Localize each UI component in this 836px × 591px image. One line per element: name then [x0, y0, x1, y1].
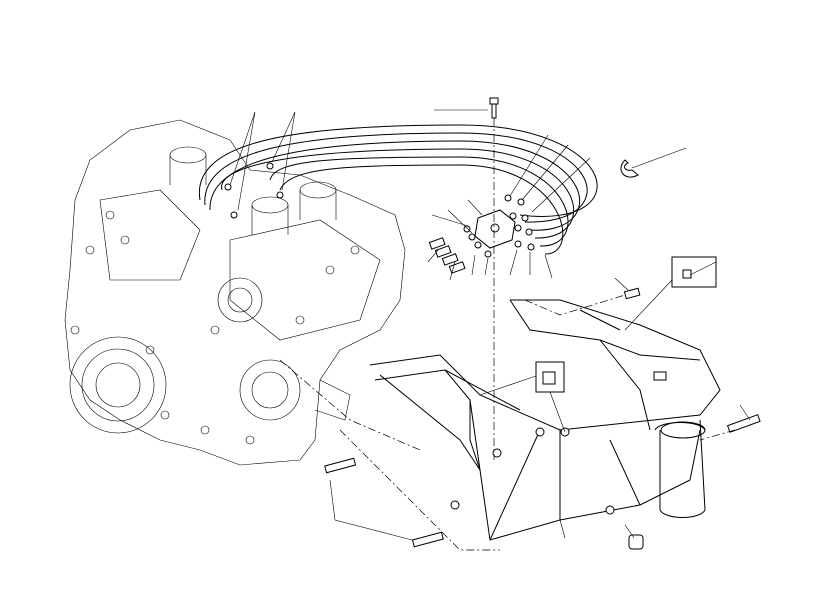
hose-fittings	[224, 159, 639, 274]
hose-bundle	[198, 124, 598, 255]
callout-boxes	[535, 256, 717, 393]
leader-lines	[229, 109, 751, 541]
bolts	[324, 97, 761, 550]
frame	[369, 299, 721, 541]
engine-assembly	[64, 119, 406, 466]
center-lines	[279, 118, 736, 551]
hose-clip	[620, 159, 639, 178]
